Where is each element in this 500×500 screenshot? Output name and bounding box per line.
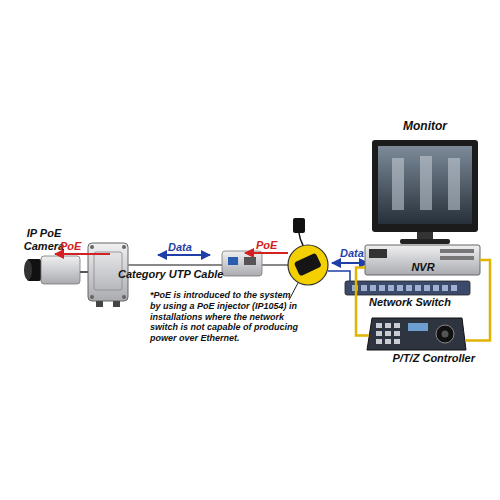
joystick-knob	[442, 331, 449, 338]
device-label: NVR	[403, 261, 443, 274]
device-label: P/T/Z Controller	[371, 352, 475, 365]
monitor-neck	[417, 232, 433, 240]
screw	[122, 295, 126, 299]
monitor-screen	[378, 146, 472, 224]
footnote: *PoE is introduced to the system by usin…	[150, 290, 302, 344]
switch-node: Network Switch	[345, 281, 470, 295]
data-arrow	[158, 254, 210, 256]
control-cable	[356, 268, 369, 336]
poe-arrow	[245, 252, 288, 254]
screen-image	[392, 158, 404, 210]
cable-gland	[113, 301, 120, 307]
utp-cable	[128, 264, 222, 266]
device-port	[244, 257, 256, 265]
controller-keys	[376, 323, 428, 344]
camera-node: IP PoE Camera	[27, 256, 80, 284]
device-label: Network Switch	[355, 296, 465, 309]
signal-label: PoE	[256, 239, 286, 252]
nvr-panel	[369, 249, 387, 258]
injector-highlight	[288, 245, 328, 285]
data-arrow	[332, 262, 368, 264]
screw	[90, 245, 94, 249]
utp-cable	[262, 264, 290, 266]
screen-image	[448, 158, 460, 210]
control-cable	[465, 260, 490, 340]
nvr-slot	[440, 256, 474, 260]
switch-chassis	[345, 281, 470, 295]
joystick	[436, 325, 454, 343]
controller-body	[367, 318, 466, 350]
signal-label: Category UTP Cable	[118, 268, 258, 281]
signal-label: Data	[340, 247, 372, 260]
screen-image	[420, 156, 432, 210]
camera-body	[41, 256, 80, 284]
poe-injector	[294, 253, 322, 277]
device-label: Monitor	[372, 120, 478, 134]
screw	[122, 245, 126, 249]
screw	[90, 295, 94, 299]
cable-gland	[96, 301, 103, 307]
nvr-node: NVR	[365, 245, 480, 275]
signal-label: PoE	[60, 240, 90, 253]
monitor-node: Monitor	[372, 140, 478, 232]
nvr-slot	[440, 249, 474, 253]
poe-splitter	[222, 251, 262, 276]
device-port	[228, 257, 238, 265]
nvr-chassis	[365, 245, 480, 275]
wall-plug	[293, 218, 305, 233]
controller-node: P/T/Z Controller	[367, 318, 466, 350]
switch-ports	[352, 285, 457, 291]
signal-label: Data	[168, 241, 200, 254]
enclosure-lid	[94, 252, 122, 290]
poe-arrow	[55, 253, 110, 255]
monitor-base	[400, 239, 450, 244]
monitor-frame	[372, 140, 478, 232]
camera-lens-front	[24, 260, 32, 280]
